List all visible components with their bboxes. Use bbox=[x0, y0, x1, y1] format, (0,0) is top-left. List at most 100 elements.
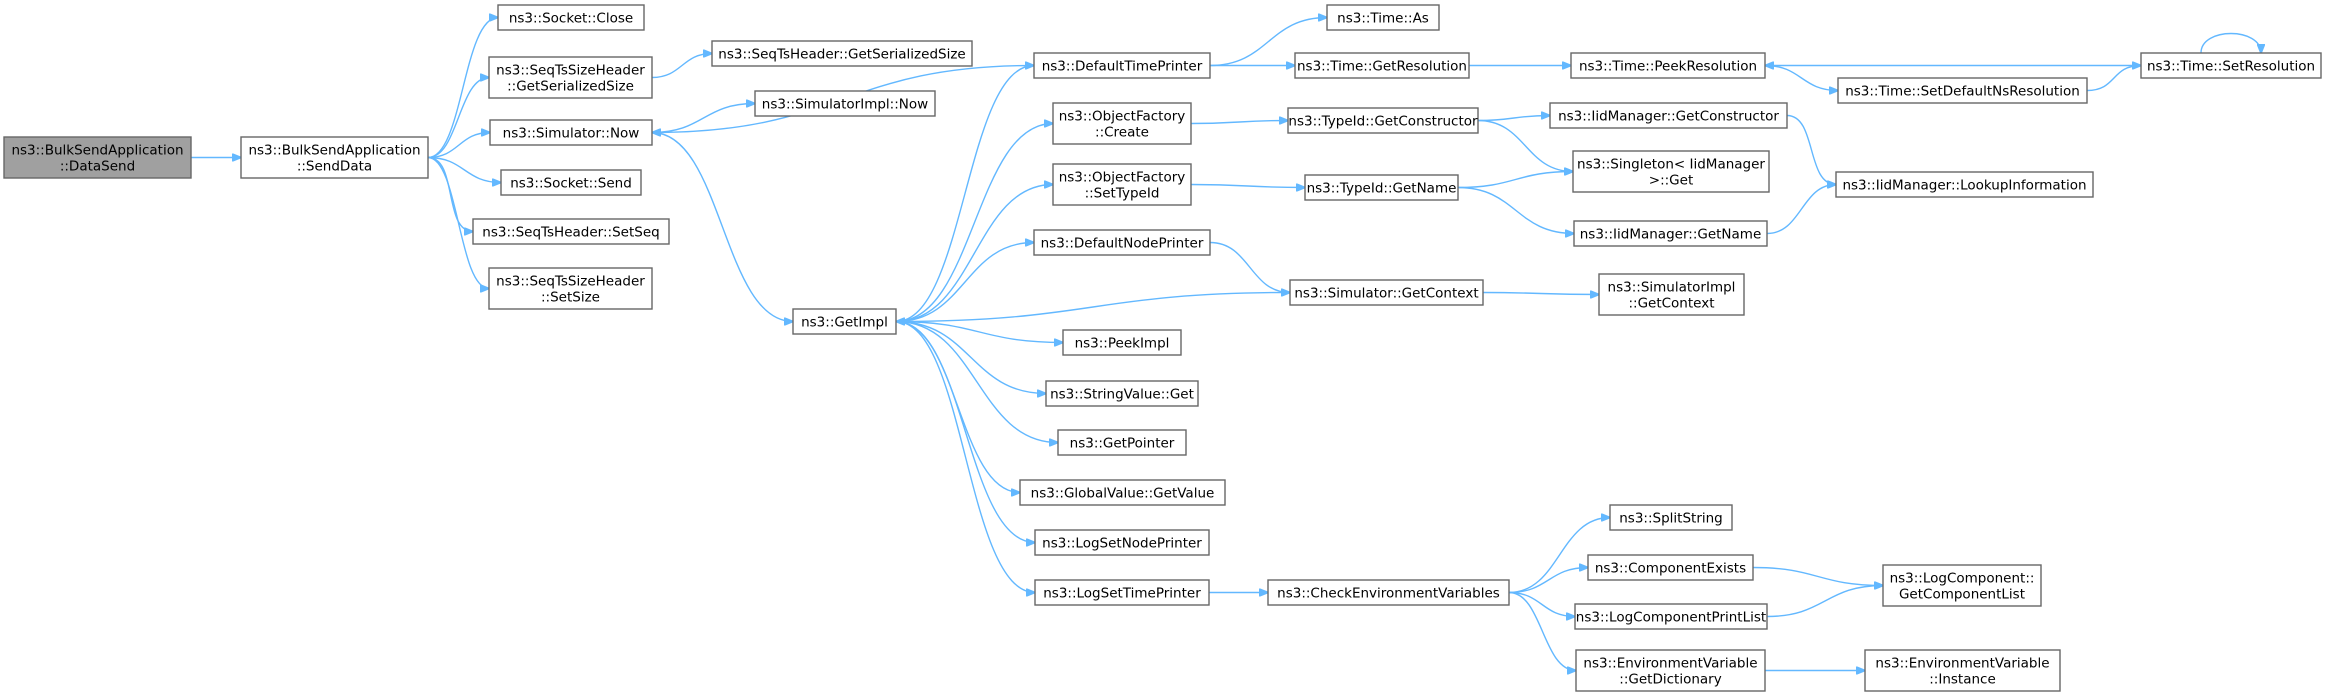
node-label: ns3::PeekImpl bbox=[1075, 336, 1170, 352]
node-box bbox=[711, 40, 973, 67]
node-label: ns3::GetPointer bbox=[1070, 436, 1175, 452]
node-label: ns3::StringValue::Get bbox=[1050, 387, 1194, 403]
node-label: ::SetTypeId bbox=[1085, 186, 1160, 202]
node-label: ns3::Socket::Send bbox=[510, 176, 632, 192]
edge-path bbox=[1786, 114, 1836, 185]
node-label: ::Create bbox=[1095, 125, 1149, 141]
node-box bbox=[1572, 150, 1770, 193]
edge-path bbox=[427, 18, 498, 159]
edge-path bbox=[651, 54, 712, 79]
node-setres[interactable]: ns3::Time::SetResolution bbox=[2140, 52, 2322, 79]
node-checkenv[interactable]: ns3::CheckEnvironmentVariables bbox=[1267, 579, 1510, 606]
node-sockclose[interactable]: ns3::Socket::Close bbox=[497, 4, 645, 31]
node-logcompprint[interactable]: ns3::LogComponentPrintList bbox=[1574, 603, 1768, 630]
node-timeas[interactable]: ns3::Time::As bbox=[1326, 4, 1440, 31]
node-tshdr_ser[interactable]: ns3::SeqTsHeader::GetSerializedSize bbox=[711, 40, 973, 67]
edge-checkenv-to-logcompprint bbox=[1508, 591, 1575, 617]
edge-setdefns-to-setres bbox=[2086, 66, 2141, 92]
node-box bbox=[1835, 171, 2094, 198]
node-envgetdict[interactable]: ns3::EnvironmentVariable::GetDictionary bbox=[1575, 649, 1766, 692]
edge-ofsettype-to-tidgetname bbox=[1190, 185, 1305, 188]
edge-path bbox=[1482, 293, 1599, 295]
node-gvgetvalue[interactable]: ns3::GlobalValue::GetValue bbox=[1019, 479, 1226, 506]
edge-path bbox=[427, 156, 473, 232]
node-sizehdr_ser[interactable]: ns3::SeqTsSizeHeader::GetSerializedSize bbox=[488, 56, 653, 99]
node-box bbox=[1574, 603, 1768, 630]
node-defnodeprinter[interactable]: ns3::DefaultNodePrinter bbox=[1033, 229, 1211, 256]
node-lookup[interactable]: ns3::IidManager::LookupInformation bbox=[1835, 171, 2094, 198]
node-peekimpl[interactable]: ns3::PeekImpl bbox=[1062, 329, 1182, 356]
node-simnow[interactable]: ns3::Simulator::Now bbox=[489, 119, 653, 146]
node-envinstance[interactable]: ns3::EnvironmentVariable::Instance bbox=[1864, 649, 2061, 692]
edge-path bbox=[427, 156, 489, 289]
node-logsetnode[interactable]: ns3::LogSetNodePrinter bbox=[1034, 529, 1210, 556]
edge-getimpl-to-defnodeprinter bbox=[895, 243, 1034, 323]
node-label: ns3::Socket::Close bbox=[509, 11, 633, 27]
node-box bbox=[240, 136, 429, 179]
node-getimpl[interactable]: ns3::GetImpl bbox=[792, 308, 897, 335]
node-label: ns3::Simulator::GetContext bbox=[1294, 286, 1478, 302]
edge-path bbox=[895, 320, 1063, 343]
node-splitstring[interactable]: ns3::SplitString bbox=[1609, 504, 1733, 531]
edge-senddata-to-setsize bbox=[427, 156, 489, 289]
node-setsize[interactable]: ns3::SeqTsSizeHeader::SetSize bbox=[488, 267, 653, 310]
node-label: ::GetContext bbox=[1628, 296, 1714, 312]
node-label: ns3::Time::SetDefaultNsResolution bbox=[1845, 84, 2080, 100]
node-setseq[interactable]: ns3::SeqTsHeader::SetSeq bbox=[472, 218, 670, 245]
edge-compexists-to-getcomplist bbox=[1752, 566, 1883, 586]
node-senddata[interactable]: ns3::BulkSendApplication::SendData bbox=[240, 136, 429, 179]
node-label: ns3::LogSetTimePrinter bbox=[1043, 586, 1201, 602]
edge-path bbox=[1190, 121, 1288, 124]
edge-peekres-to-setdefns bbox=[1764, 64, 1838, 91]
node-label: >::Get bbox=[1649, 173, 1693, 189]
edge-path bbox=[427, 78, 489, 159]
node-box bbox=[1609, 504, 1733, 531]
node-simimplnow[interactable]: ns3::SimulatorImpl::Now bbox=[754, 90, 936, 117]
edge-path bbox=[1508, 591, 1575, 617]
edge-getimpl-to-strvalget bbox=[895, 320, 1046, 394]
node-box bbox=[1598, 273, 1745, 316]
node-box bbox=[1882, 564, 2042, 607]
node-peekres[interactable]: ns3::Time::PeekResolution bbox=[1570, 52, 1766, 79]
edge-defnodeprinter-to-simgetctx bbox=[1209, 241, 1290, 293]
edge-logcompprint-to-getcomplist bbox=[1766, 586, 1883, 618]
node-setdefns[interactable]: ns3::Time::SetDefaultNsResolution bbox=[1837, 77, 2088, 104]
node-getpointer[interactable]: ns3::GetPointer bbox=[1057, 429, 1187, 456]
node-label: ns3::BulkSendApplication bbox=[248, 143, 420, 159]
node-simimplctx[interactable]: ns3::SimulatorImpl::GetContext bbox=[1598, 273, 1745, 316]
node-iidgetname[interactable]: ns3::IidManager::GetName bbox=[1573, 220, 1768, 247]
edge-path bbox=[895, 124, 1053, 323]
node-singleton[interactable]: ns3::Singleton< IidManager >::Get bbox=[1572, 150, 1770, 193]
node-compexists[interactable]: ns3::ComponentExists bbox=[1587, 554, 1754, 581]
edge-path bbox=[1209, 241, 1290, 293]
node-tidgetname[interactable]: ns3::TypeId::GetName bbox=[1304, 174, 1459, 201]
node-simgetctx[interactable]: ns3::Simulator::GetContext bbox=[1289, 279, 1484, 306]
node-ofcreate[interactable]: ns3::ObjectFactory::Create bbox=[1052, 102, 1192, 145]
edge-path bbox=[1477, 119, 1573, 172]
node-logsettime[interactable]: ns3::LogSetTimePrinter bbox=[1034, 579, 1210, 606]
node-strvalget[interactable]: ns3::StringValue::Get bbox=[1045, 380, 1199, 407]
node-root[interactable]: ns3::BulkSendApplication::DataSend bbox=[3, 136, 192, 179]
edge-path bbox=[1209, 18, 1327, 67]
edge-path bbox=[1766, 586, 1883, 618]
edge-deftimeprinter-to-timeas bbox=[1209, 18, 1327, 67]
edge-path bbox=[895, 320, 1046, 394]
edge-sizehdr_ser-to-tshdr_ser bbox=[651, 54, 712, 79]
node-box bbox=[488, 267, 653, 310]
node-box bbox=[1052, 163, 1192, 206]
edge-simgetctx-to-simimplctx bbox=[1482, 293, 1599, 295]
node-label: ns3::SimulatorImpl::Now bbox=[762, 97, 928, 113]
node-iidgetctor[interactable]: ns3::IidManager::GetConstructor bbox=[1549, 102, 1788, 129]
node-socksend[interactable]: ns3::Socket::Send bbox=[500, 169, 642, 196]
node-deftimeprinter[interactable]: ns3::DefaultTimePrinter bbox=[1033, 52, 1211, 79]
node-box bbox=[1019, 479, 1226, 506]
node-getres[interactable]: ns3::Time::GetResolution bbox=[1294, 52, 1470, 79]
edge-iidgetctor-to-lookup bbox=[1786, 114, 1836, 185]
node-box bbox=[1575, 649, 1766, 692]
edge-path bbox=[1508, 568, 1588, 594]
node-getctor[interactable]: ns3::TypeId::GetConstructor bbox=[1287, 107, 1479, 134]
node-getcomplist[interactable]: ns3::LogComponent::GetComponentList bbox=[1882, 564, 2042, 607]
node-label: ns3::LogSetNodePrinter bbox=[1042, 536, 1202, 552]
node-ofsettype[interactable]: ns3::ObjectFactory::SetTypeId bbox=[1052, 163, 1192, 206]
